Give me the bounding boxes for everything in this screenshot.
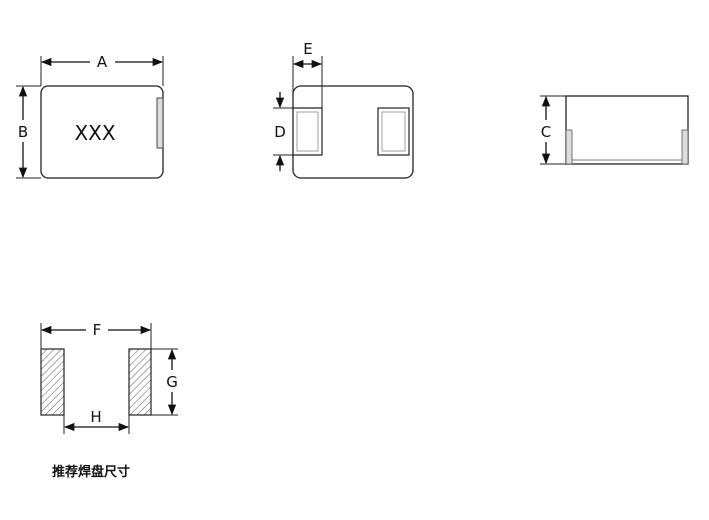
dimension-g-label: G [166, 373, 178, 391]
dimension-f-label: F [93, 321, 102, 339]
land-pattern-caption: 推荐焊盘尺寸 [52, 465, 131, 480]
dimension-h-label: H [90, 408, 101, 426]
dimension-b-label: B [18, 123, 28, 141]
bottom-view: E D [273, 40, 414, 179]
part-marking: XXX [74, 121, 115, 145]
side-view-terminal-left [565, 129, 573, 165]
top-view-terminal [156, 97, 164, 149]
top-view: XXX A B [16, 53, 164, 179]
bottom-view-pad-right [377, 107, 410, 156]
side-view: C [540, 95, 689, 165]
land-pattern: F G H [40, 321, 178, 434]
bottom-view-body [292, 85, 414, 179]
land-pad-right [128, 348, 152, 416]
bottom-view-pad-left [293, 107, 323, 156]
side-view-terminal-right [681, 129, 689, 165]
dimension-c-label: C [541, 123, 551, 141]
side-view-body [565, 95, 689, 165]
dimension-d-label: D [274, 123, 286, 141]
dimension-a-label: A [97, 53, 108, 71]
land-pad-left [40, 348, 65, 416]
dimension-e-label: E [303, 40, 312, 58]
